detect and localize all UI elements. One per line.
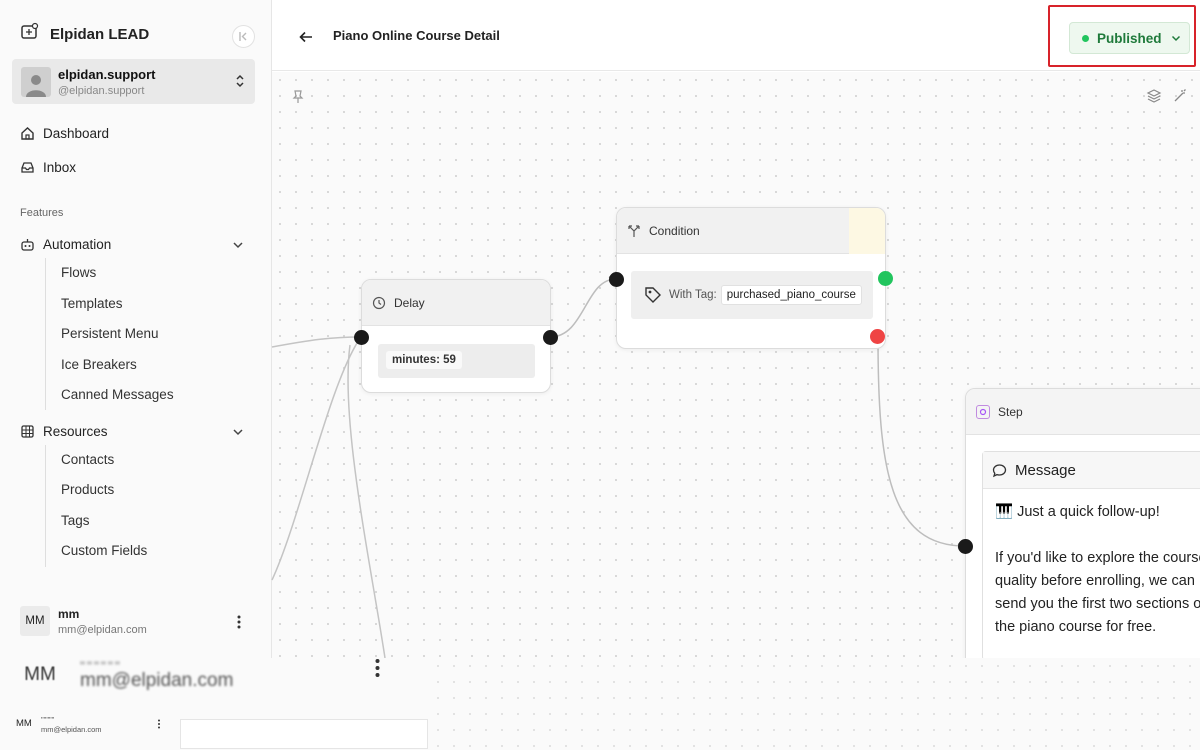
page-header: Piano Online Course Detail	[272, 0, 1200, 71]
user-menu-kebab-icon[interactable]	[236, 614, 242, 630]
publish-status-dropdown[interactable]: Published	[1069, 22, 1190, 54]
brand: Elpidan LEAD	[20, 22, 149, 46]
condition-node-title: Condition	[649, 223, 700, 238]
automation-rail	[45, 258, 46, 410]
chevron-down-icon[interactable]	[232, 426, 244, 438]
sidebar: Elpidan LEAD elpidan.support @elpidan.su…	[0, 0, 272, 658]
resources-rail	[45, 445, 46, 567]
condition-false-handle[interactable]	[870, 329, 885, 344]
delay-input-handle[interactable]	[354, 330, 369, 345]
nav-automation-label: Automation	[43, 236, 112, 252]
magic-wand-icon[interactable]	[1172, 88, 1188, 104]
delay-value: minutes: 59	[386, 351, 462, 369]
message-card-header: Message	[983, 452, 1200, 489]
delay-node[interactable]: Delay minutes: 59	[361, 279, 551, 393]
clock-icon	[372, 296, 386, 309]
bottom-canvas-dots	[430, 658, 1200, 750]
condition-node[interactable]: Condition With Tag: purchased_piano_cour…	[616, 207, 886, 349]
nav-custom-fields[interactable]: Custom Fields	[61, 543, 148, 558]
delay-body: minutes: 59	[378, 344, 535, 378]
status-label: Published	[1097, 30, 1162, 46]
tag-icon	[645, 287, 661, 303]
delay-output-handle[interactable]	[543, 330, 558, 345]
condition-node-header: Condition	[617, 208, 885, 254]
grid-icon	[20, 424, 35, 439]
small-user-avatar: MM	[16, 718, 32, 729]
nav-automation[interactable]: Automation	[20, 234, 111, 254]
page-title: Piano Online Course Detail	[333, 28, 500, 43]
chevron-down-icon	[1171, 35, 1180, 42]
nav-dashboard-label: Dashboard	[43, 125, 110, 141]
condition-input-handle[interactable]	[609, 272, 624, 287]
home-icon	[20, 126, 35, 141]
nav-ice-breakers[interactable]: Ice Breakers	[61, 357, 137, 372]
message-card[interactable]: Message 🎹 Just a quick follow-up! If you…	[982, 451, 1200, 661]
step-gear-icon	[976, 404, 990, 419]
nav-products[interactable]: Products	[61, 482, 115, 497]
nav-templates[interactable]: Templates	[61, 296, 123, 311]
status-highlight-frame	[1048, 5, 1196, 67]
enlarged-user-email: mm@elpidan.com	[80, 670, 234, 691]
chevron-down-icon[interactable]	[232, 239, 244, 251]
message-text: 🎹 Just a quick follow-up! If you'd like …	[995, 504, 1200, 635]
layers-icon[interactable]	[1146, 88, 1162, 104]
small-user-profile: MM """"" mm@elpidan.com	[16, 715, 176, 739]
chevron-up-down-icon	[235, 73, 245, 89]
condition-label: With Tag:	[669, 289, 717, 301]
back-arrow-icon[interactable]	[298, 29, 314, 45]
brand-title: Elpidan LEAD	[50, 25, 150, 43]
user-avatar: MM	[20, 606, 50, 636]
user-profile[interactable]: MM mm mm@elpidan.com	[20, 604, 147, 638]
branch-icon	[628, 224, 640, 237]
delay-node-header: Delay	[362, 280, 550, 326]
enlarged-user-avatar: MM	[24, 664, 56, 685]
overlay-input-box[interactable]	[180, 719, 428, 749]
nav-resources-label: Resources	[43, 423, 108, 439]
nav-contacts[interactable]: Contacts	[61, 452, 115, 467]
robot-icon	[20, 237, 35, 252]
step-node-header: Step	[966, 389, 1200, 435]
nav-dashboard[interactable]: Dashboard	[20, 123, 109, 143]
nav-inbox-label: Inbox	[43, 159, 77, 175]
nav-canned-messages[interactable]: Canned Messages	[61, 387, 174, 402]
user-name: mm	[58, 606, 80, 621]
logo-icon	[20, 22, 40, 47]
condition-rule[interactable]: With Tag: purchased_piano_course	[631, 271, 873, 319]
account-handle: @elpidan.support	[58, 84, 145, 97]
pin-icon[interactable]	[290, 89, 306, 105]
features-section-label: Features	[20, 207, 64, 219]
enlarged-kebab-icon[interactable]	[374, 658, 381, 678]
collapse-icon	[239, 32, 247, 41]
nav-inbox[interactable]: Inbox	[20, 157, 76, 177]
small-user-name: """""	[41, 715, 55, 724]
enlarged-user-name: """"""	[80, 658, 122, 674]
small-kebab-icon[interactable]	[157, 719, 161, 729]
account-name: elpidan.support	[58, 66, 156, 82]
chat-bubble-icon	[992, 463, 1007, 477]
account-avatar-icon	[21, 66, 51, 97]
nav-tags[interactable]: Tags	[61, 513, 90, 528]
inbox-icon	[20, 160, 35, 175]
account-switcher[interactable]: elpidan.support @elpidan.support	[12, 59, 255, 104]
status-dot-icon	[1082, 34, 1089, 42]
step-input-handle[interactable]	[958, 539, 973, 554]
nav-flows[interactable]: Flows	[61, 265, 97, 280]
message-title: Message	[1015, 461, 1076, 479]
delay-node-title: Delay	[394, 295, 425, 310]
condition-true-handle[interactable]	[878, 271, 893, 286]
condition-note-flag	[849, 208, 885, 254]
collapse-sidebar-button[interactable]	[232, 25, 255, 48]
step-node[interactable]: Step Message 🎹 Just a quick follow-up! I…	[965, 388, 1200, 678]
user-email: mm@elpidan.com	[58, 623, 147, 636]
condition-tag-chip[interactable]: purchased_piano_course	[720, 285, 862, 305]
nav-persistent-menu[interactable]: Persistent Menu	[61, 326, 159, 341]
step-node-title: Step	[998, 404, 1023, 419]
nav-resources[interactable]: Resources	[20, 421, 108, 441]
enlarged-user-profile: MM """""" mm@elpidan.com	[10, 658, 430, 718]
small-user-email: mm@elpidan.com	[41, 725, 102, 734]
